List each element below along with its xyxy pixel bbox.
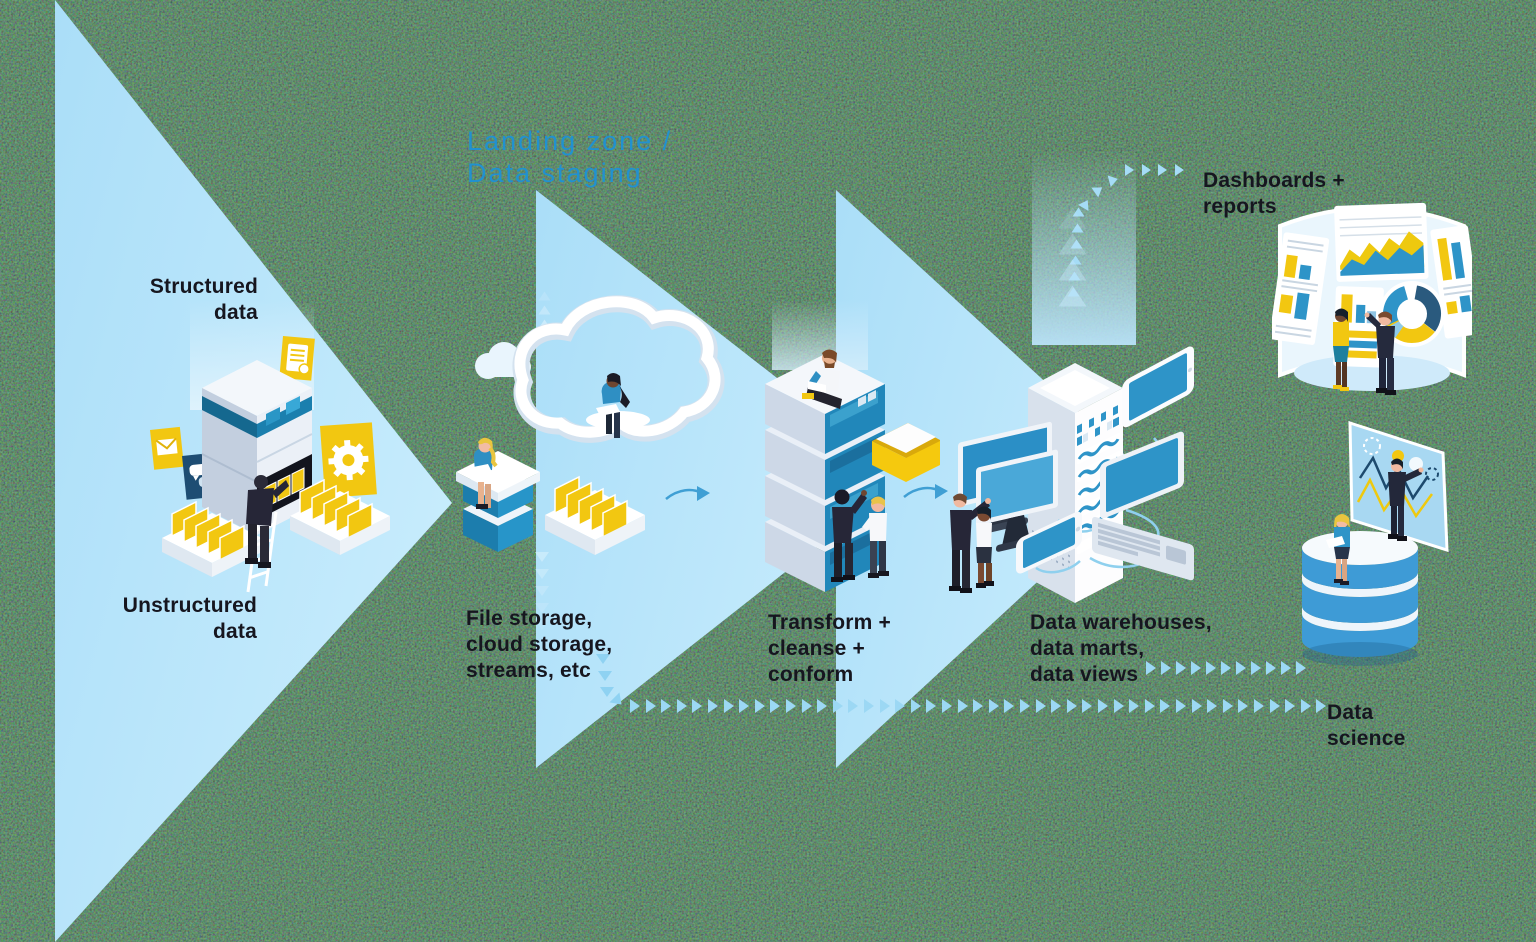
transform-line3: conform bbox=[768, 663, 854, 686]
transform-illustration bbox=[765, 349, 940, 592]
file-storage-line2: cloud storage, bbox=[466, 633, 613, 656]
smartphone bbox=[1016, 511, 1082, 574]
panel-bars-right bbox=[1430, 225, 1472, 339]
person-on-storage-box bbox=[468, 437, 498, 509]
woman-viewer bbox=[1333, 308, 1349, 391]
structured-data-label: Structured data bbox=[58, 274, 258, 326]
data-science-illustration bbox=[1302, 420, 1449, 666]
document-icon bbox=[279, 336, 315, 381]
structured-line2: data bbox=[214, 301, 258, 324]
dashboards-illustration bbox=[1272, 202, 1472, 395]
tablet bbox=[1122, 346, 1194, 428]
server-tower-illustration bbox=[949, 346, 1194, 603]
mail-icon bbox=[150, 426, 185, 470]
file-storage-line1: File storage, bbox=[466, 607, 593, 630]
panel-donut bbox=[1379, 281, 1445, 347]
warehouses-line2: data marts, bbox=[1030, 637, 1145, 660]
structured-line1: Structured bbox=[149, 275, 258, 298]
file-storage-label: File storage, cloud storage, streams, et… bbox=[466, 606, 612, 684]
data-sources-illustration bbox=[150, 336, 390, 593]
floor-shadow bbox=[1294, 355, 1450, 391]
landing-zone-line1: Landing zone / bbox=[467, 126, 673, 156]
folder-tray-left bbox=[162, 500, 262, 577]
landing-zone-heading: Landing zone / Data staging bbox=[467, 125, 672, 189]
data-science-line1: Data bbox=[1327, 701, 1374, 724]
person-on-ladder bbox=[245, 475, 289, 593]
dashboards-label: Dashboards + reports bbox=[1203, 168, 1345, 220]
gear-icon bbox=[320, 422, 377, 498]
file-storage-line3: streams, etc bbox=[466, 659, 591, 682]
transform-line1: Transform + bbox=[768, 611, 891, 634]
people-discussing bbox=[831, 489, 889, 582]
transform-label: Transform + cleanse + conform bbox=[768, 610, 891, 688]
folder-icon bbox=[872, 423, 940, 482]
panel-bars-left bbox=[1272, 232, 1330, 345]
folder-tray-right bbox=[290, 478, 390, 555]
storage-box bbox=[456, 451, 540, 552]
folder-tray bbox=[545, 475, 645, 555]
person-sitting-in-cloud bbox=[596, 373, 630, 438]
panel-area-chart bbox=[1334, 202, 1429, 282]
cloud-icon bbox=[512, 295, 725, 443]
server-tower bbox=[1028, 363, 1123, 603]
laptop bbox=[1092, 431, 1194, 581]
landing-zone-illustration bbox=[456, 295, 725, 555]
monitor-front bbox=[976, 449, 1058, 552]
warehouses-label: Data warehouses, data marts, data views bbox=[1030, 610, 1212, 688]
unstructured-line1: Unstructured bbox=[122, 594, 257, 617]
database-cylinder bbox=[1302, 531, 1418, 666]
people-pointing bbox=[949, 493, 994, 593]
swoosh-arrow-2 bbox=[903, 484, 948, 499]
landing-zone-line2: Data staging bbox=[467, 158, 643, 188]
woman-on-database bbox=[1326, 514, 1350, 585]
warehouses-line3: data views bbox=[1030, 663, 1139, 686]
dashboards-line2: reports bbox=[1203, 195, 1277, 218]
unstructured-line2: data bbox=[213, 620, 257, 643]
transform-line2: cleanse + bbox=[768, 637, 865, 660]
man-on-database bbox=[1388, 458, 1424, 541]
swoosh-arrow-1 bbox=[665, 486, 710, 501]
data-science-label: Data science bbox=[1327, 700, 1405, 752]
warehouses-line1: Data warehouses, bbox=[1030, 611, 1212, 634]
man-viewer bbox=[1364, 311, 1396, 395]
data-science-line2: science bbox=[1327, 727, 1406, 750]
dashboards-line1: Dashboards + bbox=[1203, 169, 1345, 192]
unstructured-data-label: Unstructured data bbox=[37, 593, 257, 645]
